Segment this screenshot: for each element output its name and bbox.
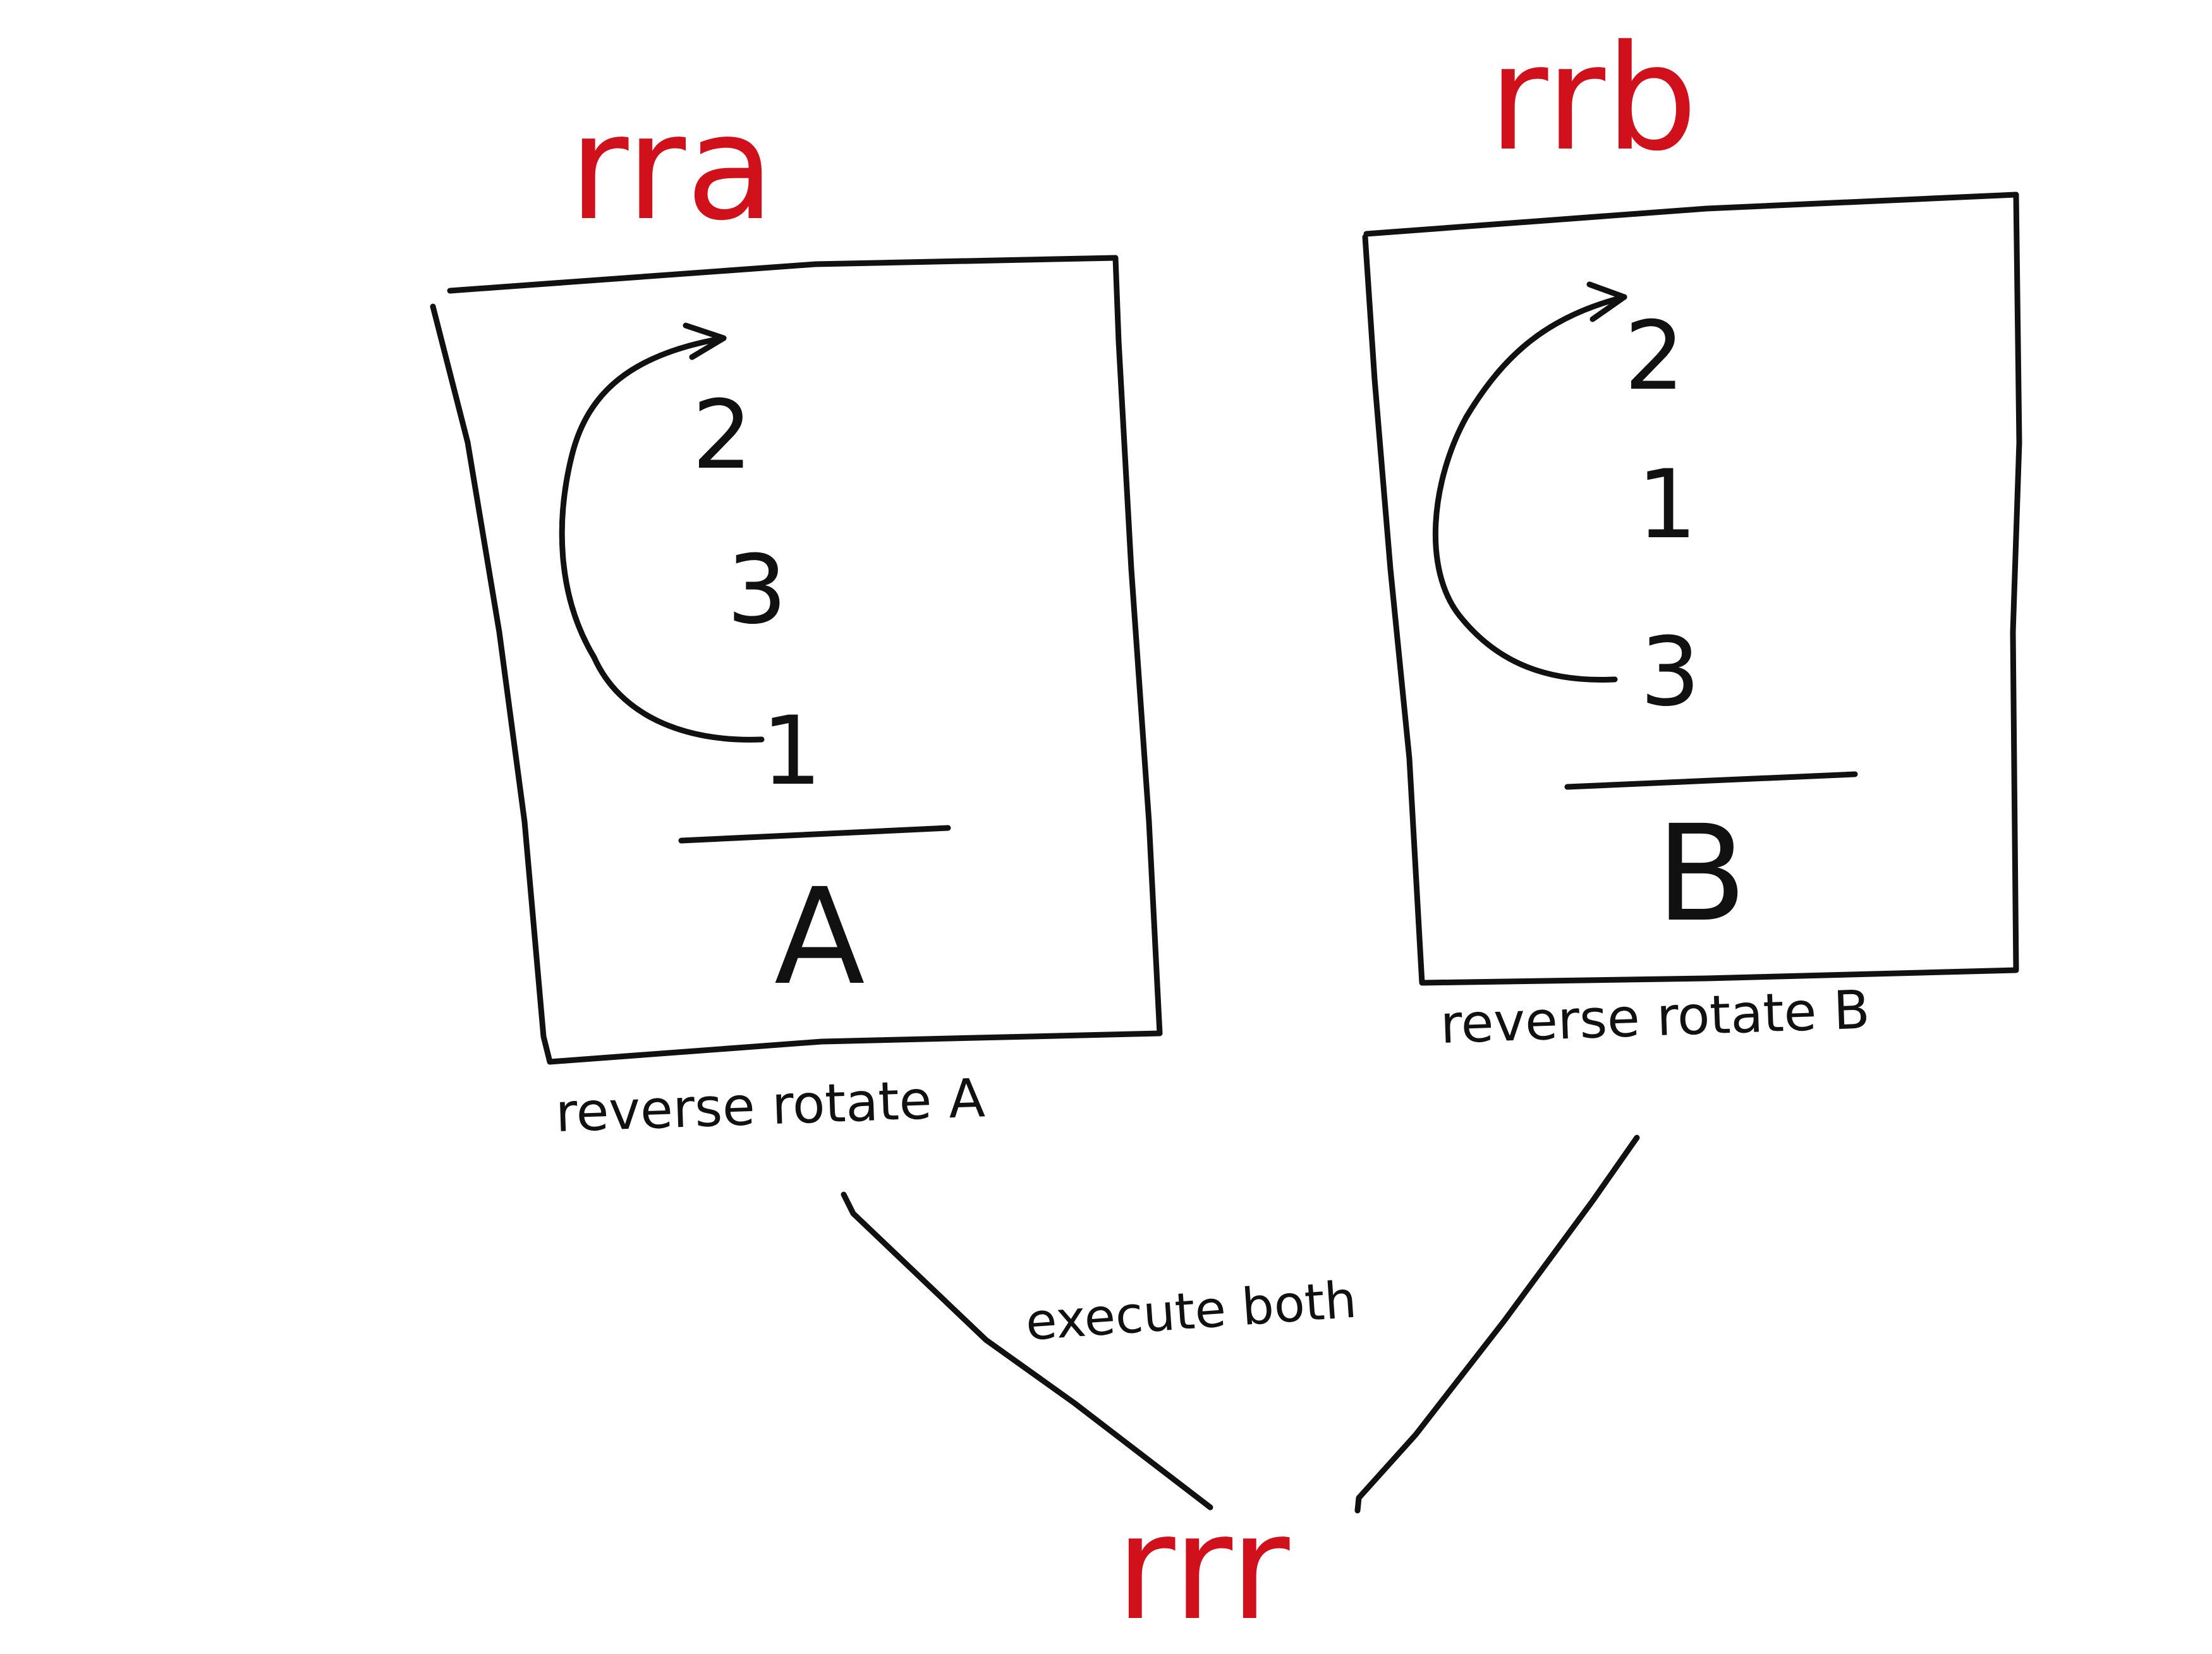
stack-a-item-2: 3	[727, 535, 787, 645]
connector-line-left	[841, 1191, 1213, 1511]
connector-line-right	[1354, 1134, 1640, 1514]
stack-b-item-2: 1	[1637, 450, 1697, 560]
stack-b-box	[1362, 192, 2022, 986]
arrow-head-b	[1586, 281, 1627, 322]
rra-label: rra	[569, 84, 775, 253]
stack-b-item-1: 2	[1624, 301, 1684, 411]
stack-b-name: B	[1656, 796, 1747, 951]
rrb-label: rrb	[1488, 15, 1698, 183]
stack-a-caption: reverse rotate A	[554, 1067, 986, 1144]
stack-a-name: A	[774, 860, 865, 1014]
combined-group: execute both rrr	[841, 1134, 1640, 1653]
stack-a-base-line	[678, 825, 951, 844]
reverse-rotate-arrow-b	[1432, 294, 1627, 683]
reverse-rotate-arrow-a	[559, 335, 765, 743]
execute-both-note: execute both	[1024, 1270, 1359, 1352]
arrow-head-a	[683, 322, 727, 360]
stack-a-box	[430, 255, 1163, 1065]
rrr-label: rrr	[1115, 1484, 1290, 1653]
stack-a-group: rra 2 3 1 A reverse rotate A	[430, 84, 1163, 1144]
stack-b-group: rrb 2 1 3 B reverse rotate B	[1362, 15, 2022, 1055]
stack-b-item-3: 3	[1640, 617, 1700, 727]
stack-b-base-line	[1564, 771, 1858, 790]
stack-b-caption: reverse rotate B	[1439, 978, 1871, 1055]
stack-a-item-3: 1	[762, 696, 822, 806]
stack-a-item-1: 2	[692, 380, 752, 490]
